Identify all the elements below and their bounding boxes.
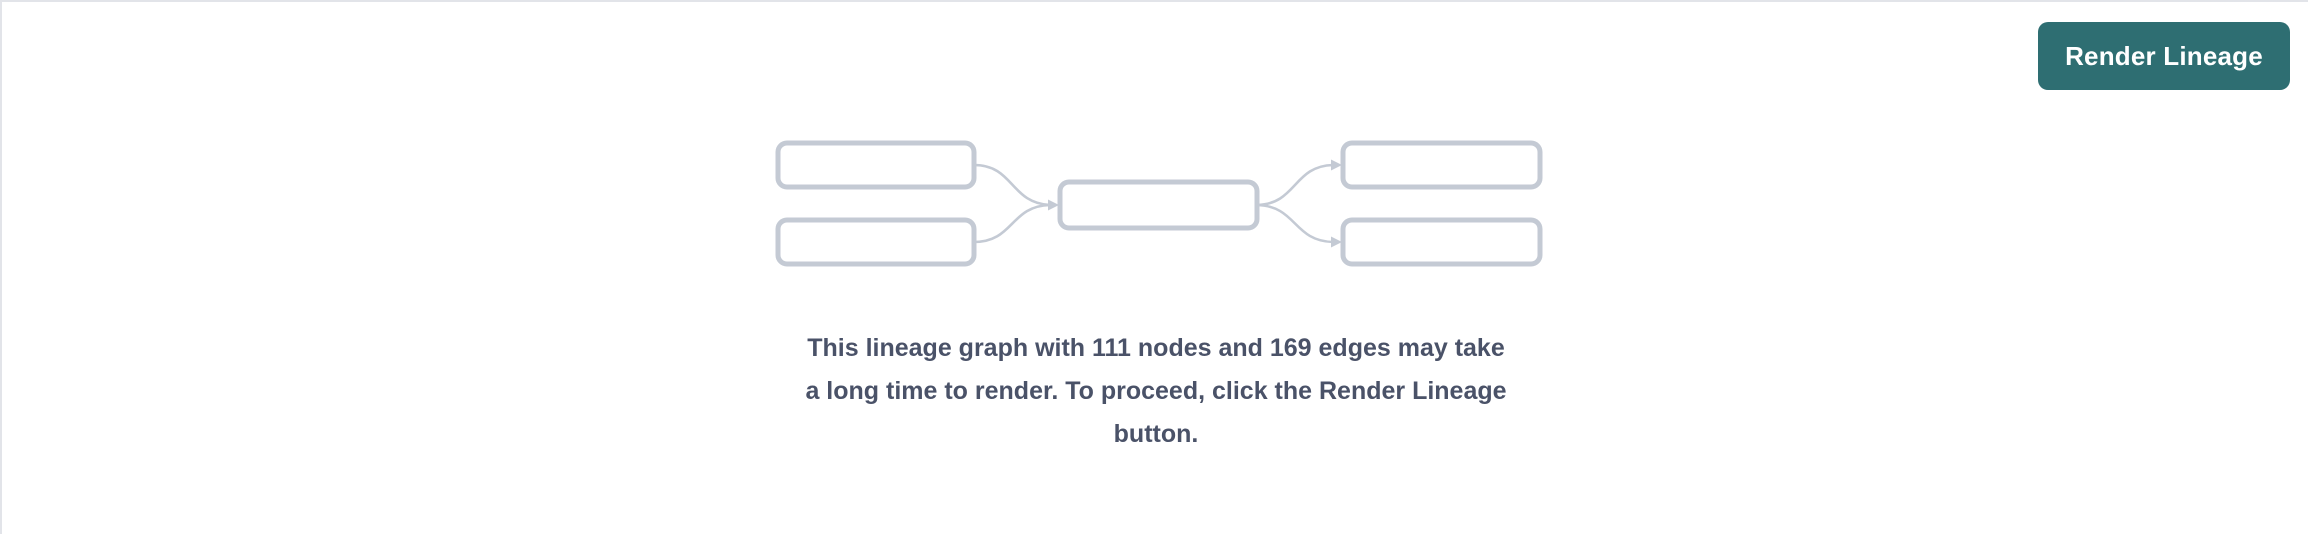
placeholder-edge-arrowhead (1048, 199, 1059, 211)
lineage-warning-message: This lineage graph with 111 nodes and 16… (502, 327, 1810, 456)
placeholder-edge-arrowhead (1331, 159, 1342, 171)
placeholder-edge-arrowhead (1331, 236, 1342, 248)
placeholder-node-downstream-2 (1340, 217, 1543, 267)
lineage-warning-line-2: a long time to render. To proceed, click… (805, 377, 1507, 405)
placeholder-node-downstream-1 (1340, 140, 1543, 190)
placeholder-node-focus (1057, 179, 1260, 231)
render-lineage-button[interactable]: Render Lineage (2038, 22, 2290, 90)
lineage-placeholder-svg (775, 140, 1543, 267)
lineage-warning-line-3: button. (1113, 420, 1199, 448)
placeholder-edge-upstream-2-to-focus (973, 203, 1051, 244)
placeholder-edge-upstream-1-to-focus (973, 163, 1051, 207)
placeholder-edge-focus-to-downstream-2 (1256, 203, 1334, 244)
placeholder-node-upstream-1 (775, 140, 977, 190)
lineage-warning-line-1: This lineage graph with 111 nodes and 16… (807, 334, 1505, 362)
placeholder-node-upstream-2 (775, 217, 977, 267)
placeholder-edge-focus-to-downstream-1 (1256, 163, 1334, 207)
